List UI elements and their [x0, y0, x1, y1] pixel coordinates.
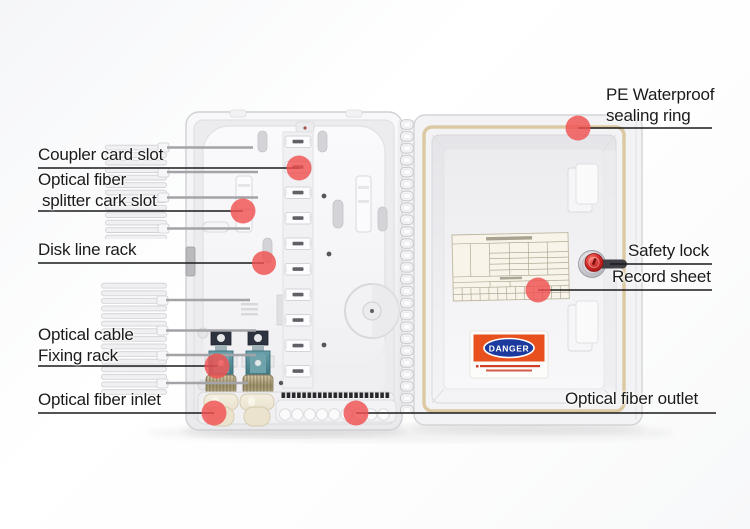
label-safety-lock: Safety lock — [628, 241, 709, 260]
cable-comb-lower — [100, 282, 256, 396]
callout-dots — [201, 115, 591, 426]
splice-pins-lower — [166, 298, 256, 385]
label-pe-waterproof-sealing-ring: PE Waterproof sealing ring — [606, 85, 715, 125]
disk-line-rack — [344, 283, 400, 339]
hinge — [398, 119, 416, 414]
label-optical-cable-fixing-rack: Optical cable Fixing rack — [38, 325, 134, 365]
label-optical-fiber-inlet: Optical fiber inlet — [38, 390, 161, 409]
callout-dot-sealing-ring — [565, 115, 591, 141]
label-disk-line-rack: Disk line rack — [38, 240, 137, 259]
label-splitter-card-slot: Optical fiber splitter cark slot — [38, 170, 157, 210]
callout-lines — [38, 127, 716, 414]
body-latch-clip — [185, 246, 196, 277]
callout-dot-fiber-outlet — [343, 400, 369, 426]
label-record-sheet: Record sheet — [612, 267, 711, 286]
cable-comb-upper — [104, 142, 258, 239]
label-optical-fiber-outlet: Optical fiber outlet — [565, 389, 699, 408]
splice-pins-upper — [167, 146, 258, 230]
screw-holes — [278, 193, 332, 386]
callout-dot-record-sheet — [525, 277, 551, 303]
callout-dot-coupler-card-slot — [286, 155, 312, 181]
callout-dot-splitter-slot — [230, 198, 256, 224]
pe-sealing-ring — [422, 125, 626, 413]
lid-mounting-tabs — [567, 163, 599, 352]
danger-sticker: DANGER — [469, 330, 549, 379]
label-coupler-card-slot: Coupler card slot — [38, 145, 164, 164]
callout-dot-fixing-rack — [204, 353, 230, 379]
box-lid-panel: DANGER — [413, 114, 643, 426]
box-body-panel — [185, 109, 403, 431]
plate-cutouts — [257, 130, 388, 320]
optical-cable-fixing-clamps — [204, 330, 275, 395]
callout-dot-fiber-inlet — [201, 400, 227, 426]
callout-dot-disk-line-rack — [252, 251, 276, 275]
danger-text: DANGER — [489, 343, 529, 353]
fiber-outlet-ports — [275, 391, 397, 423]
